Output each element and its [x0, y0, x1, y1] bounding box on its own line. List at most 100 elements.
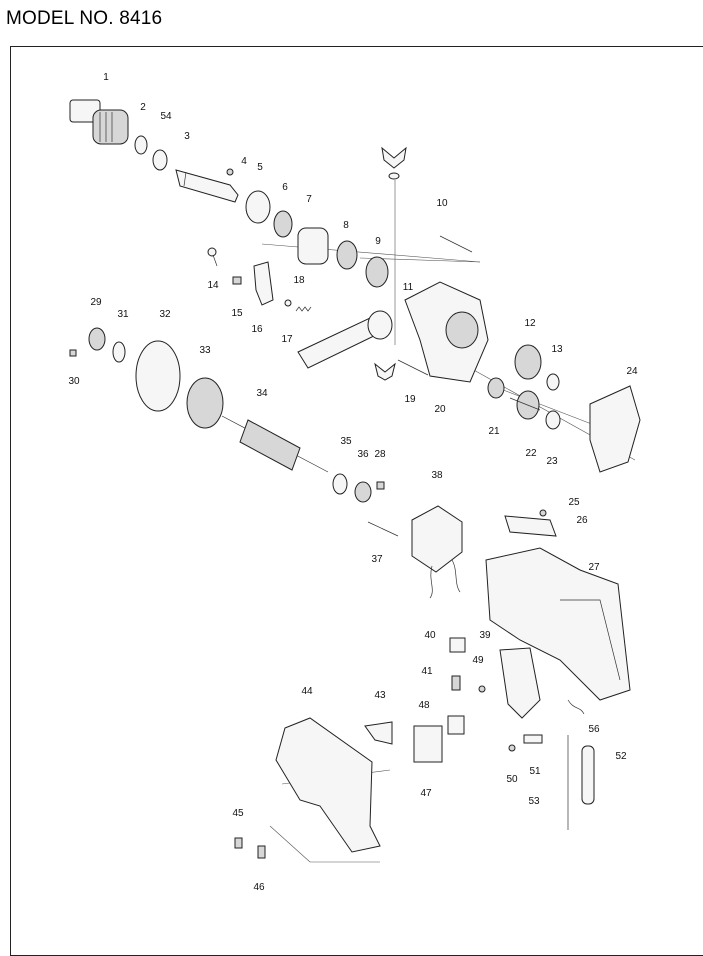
small-part-30	[69, 349, 77, 357]
brush-holder-cap	[449, 637, 466, 653]
part-number: 46	[253, 882, 265, 893]
part-number: 6	[282, 182, 288, 193]
terminal	[447, 715, 465, 735]
motor-housing	[485, 547, 631, 701]
screw-25	[539, 509, 547, 517]
part-number: 43	[374, 690, 386, 701]
bearing-29	[88, 327, 106, 351]
part-number: 45	[232, 808, 244, 819]
part-number: 41	[421, 666, 433, 677]
wing-bolt	[381, 146, 407, 180]
small-part-28	[376, 481, 385, 490]
wing-nut	[374, 362, 396, 381]
baffle-plate	[135, 340, 181, 412]
part-number: 48	[418, 700, 430, 711]
part-number: 32	[159, 309, 171, 320]
part-number: 14	[207, 280, 219, 291]
part-number: 38	[431, 470, 443, 481]
part-number: 53	[528, 796, 540, 807]
insulation-washer	[332, 473, 348, 495]
name-plate	[504, 515, 557, 537]
part-number: 2	[140, 102, 146, 113]
part-number: 1	[103, 72, 109, 83]
sleeve	[297, 227, 329, 265]
part-number: 18	[293, 275, 305, 286]
screw-50	[508, 744, 516, 752]
part-number-labels: 1 2 54 3 4 5 6 7 8 9 10 11 12 13 14 15 1…	[68, 72, 638, 893]
part-number: 22	[525, 448, 537, 459]
drill-chuck	[69, 99, 129, 145]
part-number: 34	[256, 388, 268, 399]
part-number: 52	[615, 751, 627, 762]
part-number: 23	[546, 456, 558, 467]
part-number: 19	[404, 394, 416, 405]
washer-23	[545, 410, 561, 430]
part-number: 36	[357, 449, 369, 460]
screw-49	[478, 685, 486, 693]
part-number: 4	[241, 156, 247, 167]
part-number: 8	[343, 220, 349, 231]
ball-bearing	[273, 210, 293, 238]
part-number: 56	[588, 724, 600, 735]
gear-shaft	[509, 390, 541, 420]
bearing-21	[487, 377, 505, 399]
part-number: 40	[424, 630, 436, 641]
screw-45	[234, 837, 243, 849]
spur-gear	[365, 256, 389, 288]
bolt-10	[439, 235, 473, 253]
cord-guard-clip	[364, 721, 393, 745]
side-grip	[297, 310, 393, 369]
part-number: 33	[199, 345, 211, 356]
bolt-19	[397, 359, 429, 376]
part-number: 3	[184, 131, 190, 142]
strain-relief	[523, 734, 543, 744]
part-number: 30	[68, 376, 80, 387]
part-number: 25	[568, 497, 580, 508]
part-number: 16	[251, 324, 263, 335]
part-number: 21	[488, 426, 500, 437]
washer	[134, 135, 148, 155]
cord-guard	[581, 745, 595, 805]
page-title: MODEL NO. 8416	[6, 8, 163, 29]
part-number: 13	[551, 344, 563, 355]
part-number: 12	[524, 318, 536, 329]
spindle	[175, 169, 239, 203]
part-number: 49	[472, 655, 484, 666]
washer-31	[112, 341, 126, 363]
compression-spring	[295, 306, 312, 312]
part-number: 50	[506, 774, 518, 785]
bearing-36	[354, 481, 372, 503]
fan	[186, 377, 224, 429]
part-number: 15	[231, 308, 243, 319]
part-number: 7	[306, 194, 312, 205]
part-number: 44	[301, 686, 313, 697]
part-number: 28	[374, 449, 386, 460]
gear-housing	[404, 281, 489, 383]
part-number: 37	[371, 554, 383, 565]
cord-end	[567, 699, 585, 715]
part-number: 35	[340, 436, 352, 447]
field-coil	[411, 505, 463, 599]
part-number: 26	[576, 515, 588, 526]
part-number: 10	[436, 198, 448, 209]
part-number: 27	[588, 562, 600, 573]
pin	[226, 168, 234, 176]
helical-gear	[514, 344, 542, 380]
spur-gear-small	[336, 240, 358, 270]
bearing-box	[589, 385, 641, 473]
part-number: 39	[479, 630, 491, 641]
screw-37	[367, 521, 399, 537]
ring	[284, 299, 292, 307]
armature	[221, 415, 329, 473]
part-number: 20	[434, 404, 446, 415]
part-number: 5	[257, 162, 263, 173]
screw-14	[207, 247, 218, 267]
lock-plate	[232, 276, 242, 285]
part-number: 54	[160, 111, 172, 122]
flat-washer	[546, 373, 560, 391]
part-number: 9	[375, 236, 381, 247]
bearing-retainer	[245, 190, 271, 224]
lock-lever	[253, 261, 274, 306]
part-number: 31	[117, 309, 129, 320]
